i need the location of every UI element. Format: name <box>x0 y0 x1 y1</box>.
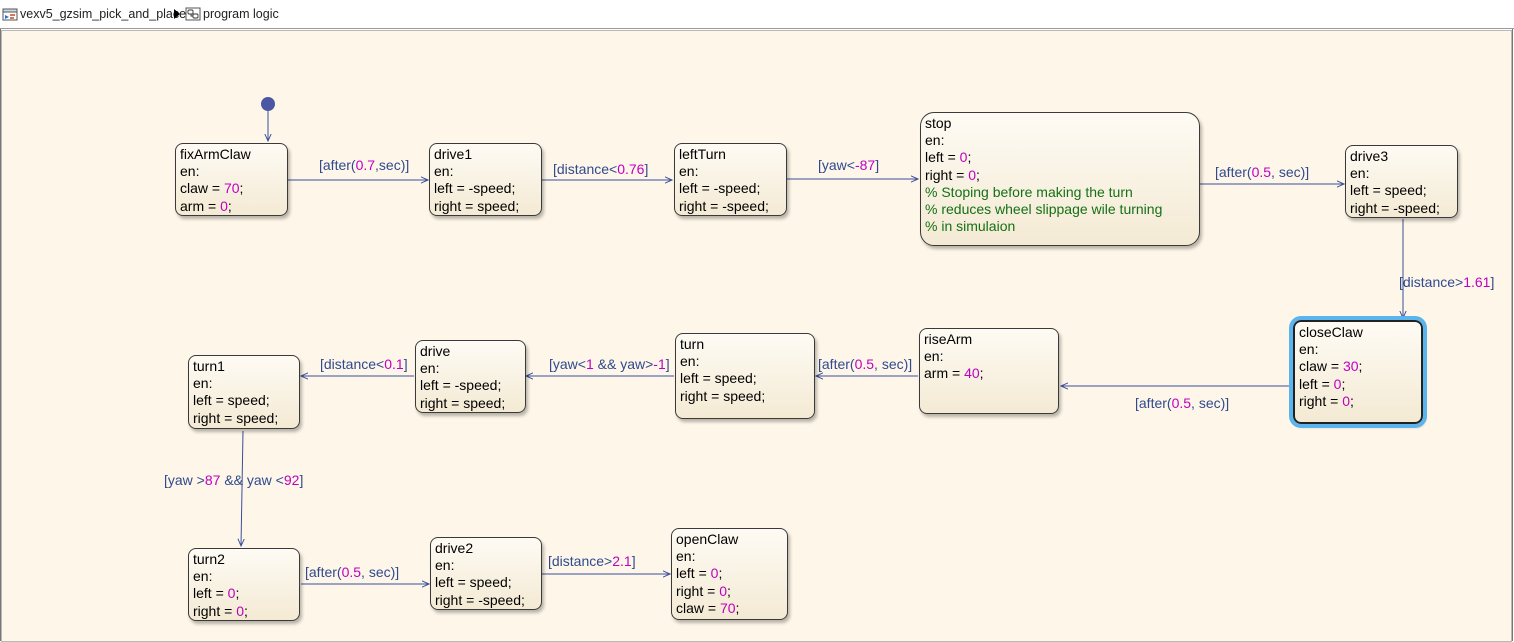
action-line: left = speed; <box>193 392 270 409</box>
state-name: turn <box>680 336 705 352</box>
state-name: riseArm <box>924 331 973 347</box>
action-line: right = speed; <box>420 394 506 411</box>
state-name: turn1 <box>193 358 225 374</box>
action-line: left = speed; <box>435 574 512 591</box>
state-drive3[interactable]: drive3 en: left = speed; right = -speed; <box>1345 145 1458 218</box>
action-line: right = -speed; <box>679 197 769 214</box>
state-name: leftTurn <box>679 146 726 162</box>
action-line: right = speed; <box>434 197 520 214</box>
state-openClaw[interactable]: openClaw en: left = 0; right = 0; claw =… <box>671 528 788 620</box>
action-line: arm = 40; <box>924 365 984 382</box>
entry-label: en: <box>434 163 454 179</box>
action-line: right = 0; <box>193 602 248 619</box>
entry-label: en: <box>680 353 700 369</box>
action-line: claw = 70; <box>676 599 740 616</box>
breadcrumb-chart-label: program logic <box>203 7 279 21</box>
action-line: right = speed; <box>193 409 279 426</box>
comment-line: % reduces wheel slippage wile turning <box>925 201 1163 218</box>
state-name: stop <box>925 115 952 131</box>
state-name: turn2 <box>193 551 225 567</box>
comment-line: % Stoping before making the turn <box>925 183 1133 200</box>
entry-label: en: <box>1350 165 1370 181</box>
action-line: left = speed; <box>680 370 757 387</box>
state-riseArm[interactable]: riseArm en: arm = 40; <box>919 328 1059 414</box>
transition-label-t9[interactable]: [distance<0.1] <box>320 356 408 372</box>
action-line: left = -speed; <box>679 180 761 197</box>
transition-label-t7[interactable]: [after(0.5, sec)] <box>818 356 913 372</box>
state-name: drive3 <box>1350 148 1389 164</box>
action-line: left = 0; <box>925 149 972 166</box>
simulink-model-icon <box>2 6 18 22</box>
state-name: closeClaw <box>1299 324 1363 340</box>
state-turn[interactable]: turn en: left = speed; right = speed; <box>675 333 815 419</box>
action-line: left = speed; <box>1350 182 1427 199</box>
entry-label: en: <box>925 132 945 148</box>
state-leftTurn[interactable]: leftTurn en: left = -speed; right = -spe… <box>674 143 787 216</box>
transition-label-t8[interactable]: [yaw<1 && yaw>-1] <box>549 356 670 372</box>
entry-label: en: <box>679 163 699 179</box>
entry-label: en: <box>193 375 213 391</box>
action-line: right = -speed; <box>435 591 525 608</box>
action-line: claw = 30; <box>1299 358 1363 375</box>
action-line: claw = 70; <box>180 180 244 197</box>
action-line: left = -speed; <box>420 377 502 394</box>
transition-label-t3[interactable]: [yaw<-87] <box>818 157 880 173</box>
transition-label-t4[interactable]: [after(0.5, sec)] <box>1215 164 1310 180</box>
entry-label: en: <box>193 568 213 584</box>
entry-label: en: <box>180 163 200 179</box>
transition-label-t12[interactable]: [distance>2.1] <box>548 553 636 569</box>
state-drive[interactable]: drive en: left = -speed; right = speed; <box>415 340 526 413</box>
state-closeClaw[interactable]: closeClaw en: claw = 30; left = 0; right… <box>1289 316 1427 428</box>
transition-label-t6[interactable]: [after(0.5, sec)] <box>1135 395 1230 411</box>
transition-label-t1[interactable]: [after(0.7,sec)] <box>319 157 410 173</box>
state-name: drive1 <box>434 146 473 162</box>
entry-label: en: <box>676 548 696 564</box>
entry-label: en: <box>924 348 944 364</box>
entry-label: en: <box>1299 341 1319 357</box>
action-line: right = speed; <box>680 387 766 404</box>
state-turn1[interactable]: turn1 en: left = speed; right = speed; <box>188 355 300 429</box>
state-name: drive <box>420 343 451 359</box>
action-line: arm = 0; <box>180 197 232 214</box>
entry-label: en: <box>435 557 455 573</box>
comment-line: % in simulaion <box>925 218 1016 235</box>
state-name: openClaw <box>676 531 739 547</box>
state-drive2[interactable]: drive2 en: left = speed; right = -speed; <box>430 537 542 610</box>
action-line: left = 0; <box>1299 375 1346 392</box>
breadcrumb-arrow-icon <box>174 9 180 19</box>
transition-label-t2[interactable]: [distance<0.76] <box>553 161 649 177</box>
state-turn2[interactable]: turn2 en: left = 0; right = 0; <box>188 548 300 621</box>
breadcrumb-chart[interactable]: program logic <box>185 0 279 28</box>
state-name: fixArmClaw <box>180 146 251 162</box>
transition-label-t11[interactable]: [after(0.5, sec)] <box>305 564 400 580</box>
state-fixArmClaw[interactable]: fixArmClaw en: claw = 70; arm = 0; <box>175 143 288 216</box>
action-line: left = 0; <box>193 585 240 602</box>
action-line: right = 0; <box>925 166 980 183</box>
action-line: left = 0; <box>676 565 723 582</box>
transition-label-t10[interactable]: [yaw >87 && yaw <92] <box>164 472 304 488</box>
state-stop[interactable]: stop en: left = 0; right = 0; % Stoping … <box>920 112 1200 246</box>
action-line: right = 0; <box>1299 392 1354 409</box>
action-line: right = -speed; <box>1350 199 1440 216</box>
action-line: left = -speed; <box>434 180 516 197</box>
state-drive1[interactable]: drive1 en: left = -speed; right = speed; <box>429 143 542 216</box>
entry-label: en: <box>420 360 440 376</box>
transition-label-t5[interactable]: [distance>1.61] <box>1399 274 1495 290</box>
action-line: right = 0; <box>676 582 731 599</box>
stateflow-chart-icon <box>185 6 201 22</box>
breadcrumb-model[interactable]: vexv5_gzsim_pick_and_place <box>2 0 186 28</box>
breadcrumb-model-label: vexv5_gzsim_pick_and_place <box>20 7 187 21</box>
state-name: drive2 <box>435 540 474 556</box>
breadcrumb: vexv5_gzsim_pick_and_place program logic <box>0 0 1514 29</box>
